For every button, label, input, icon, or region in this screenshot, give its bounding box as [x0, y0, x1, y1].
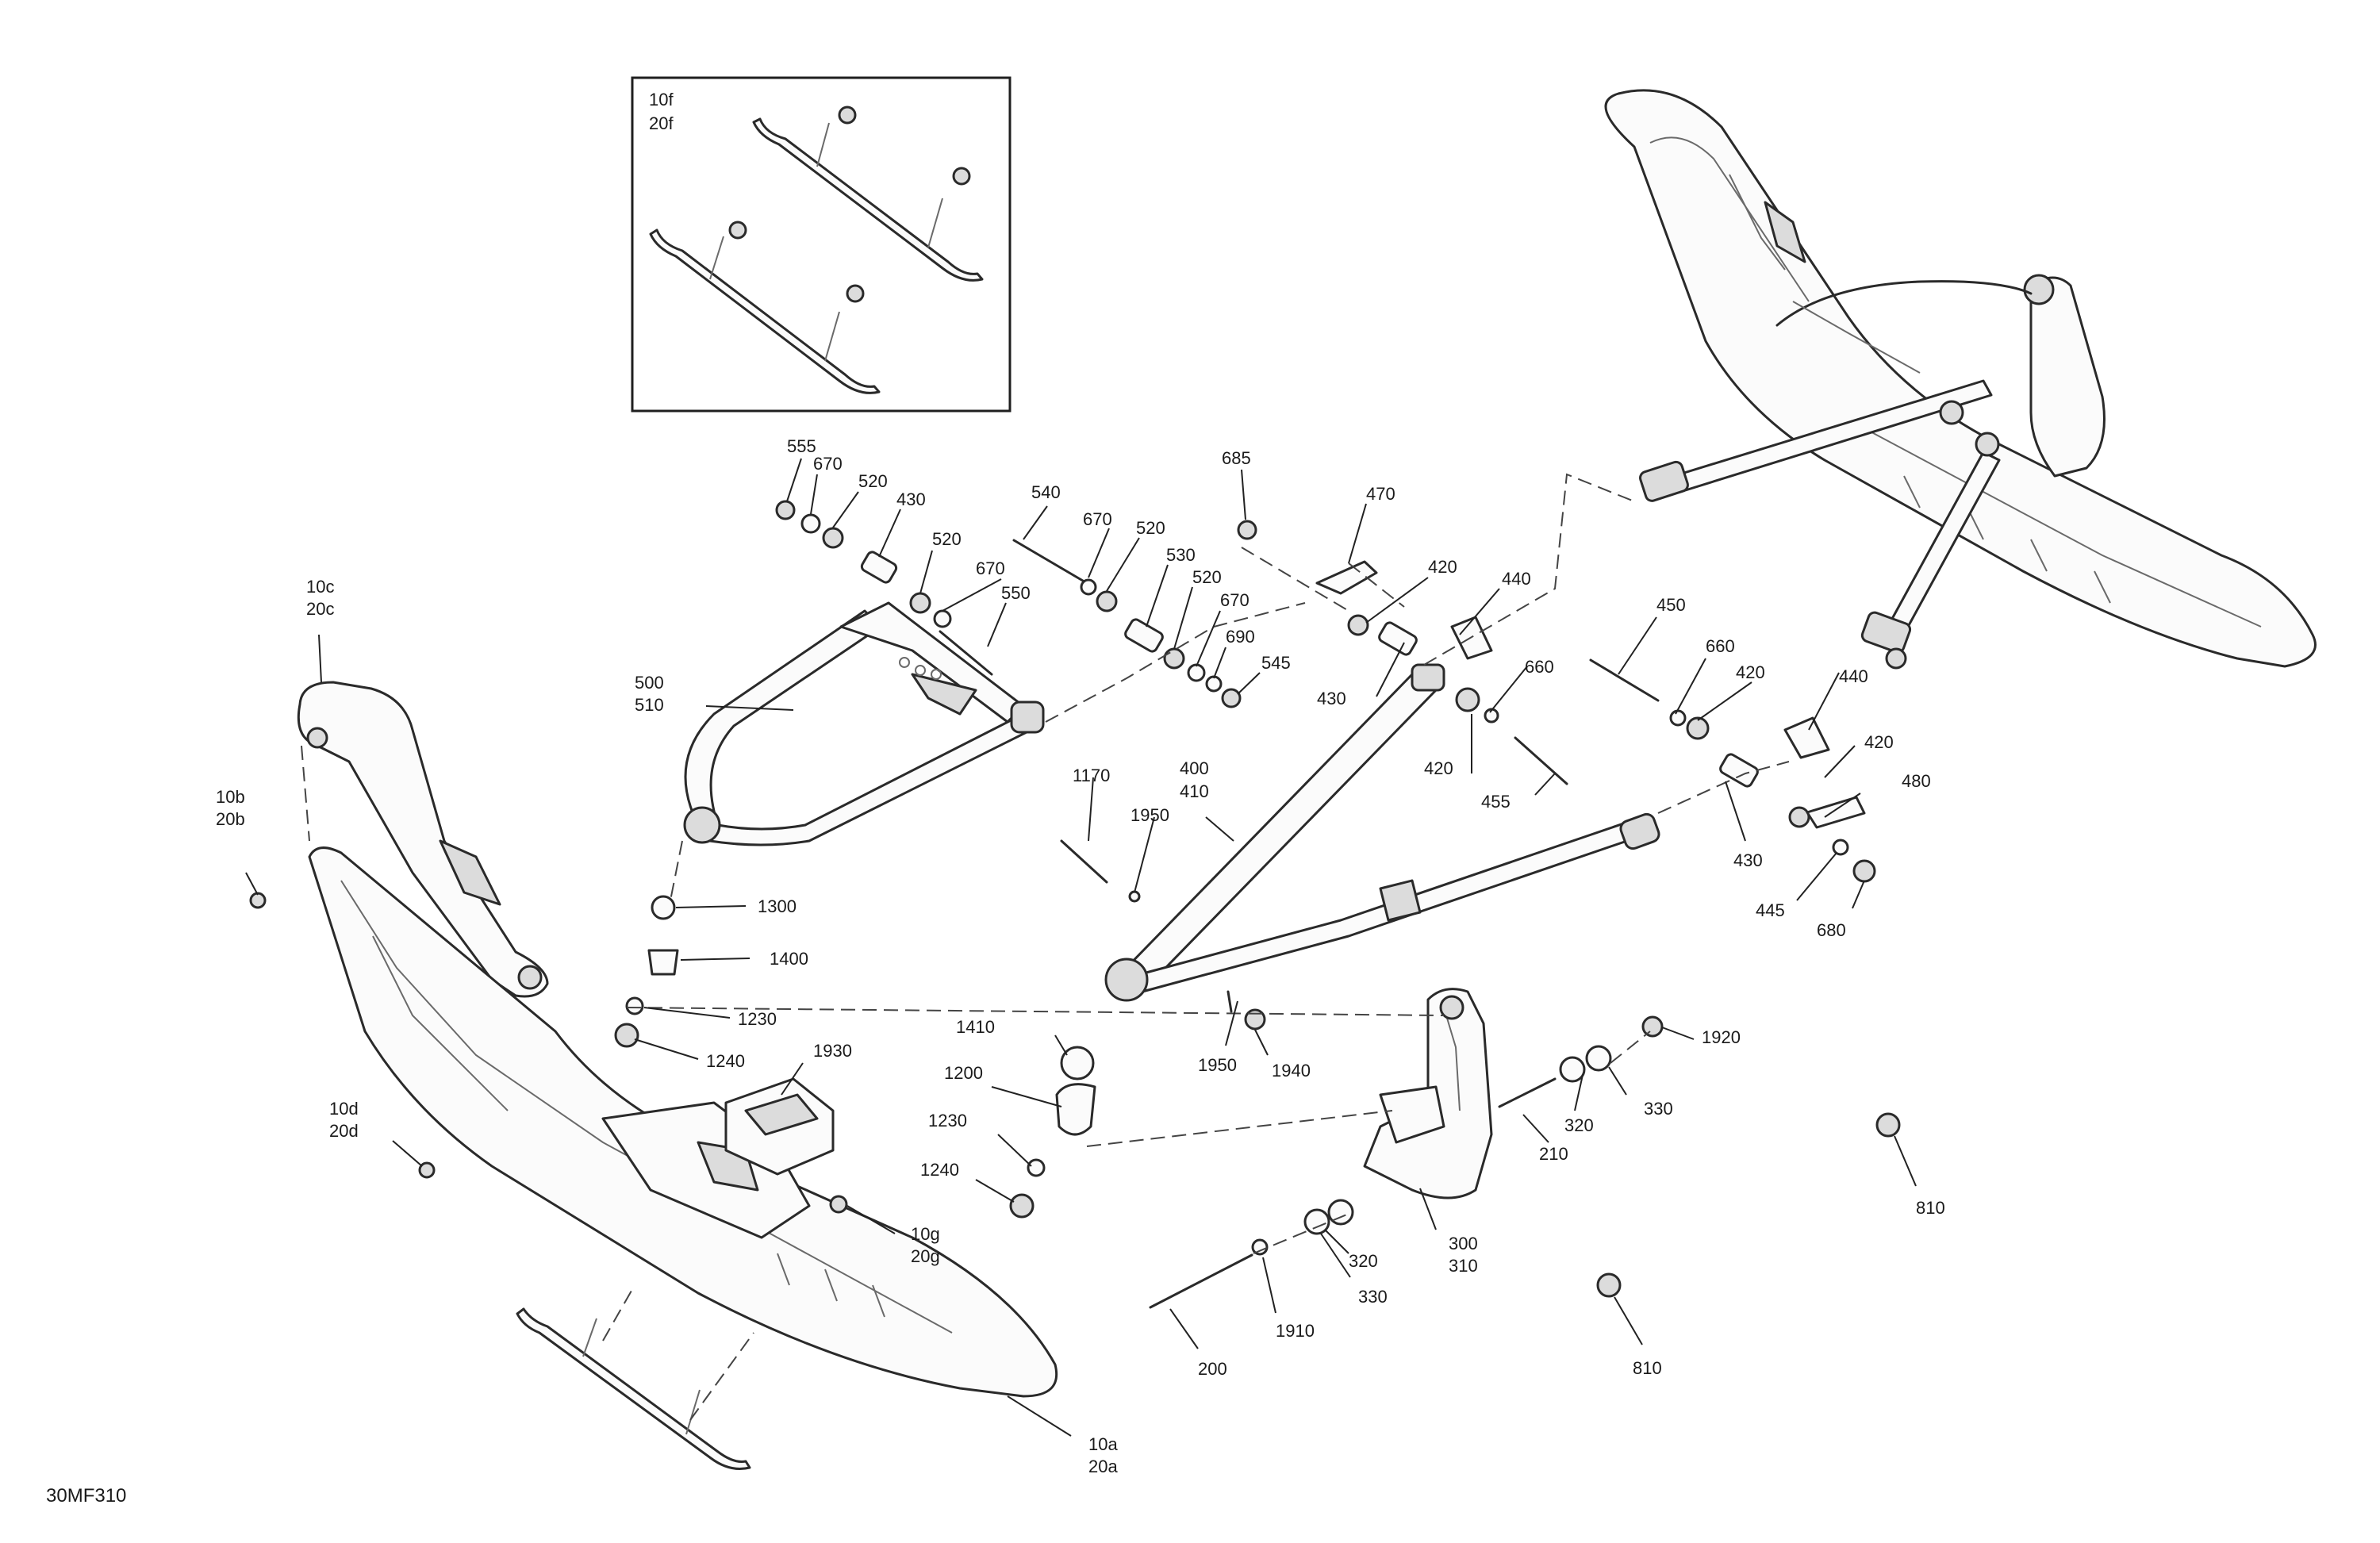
- callout-1950: 1950: [1130, 805, 1169, 825]
- inset-label-10f: 10f: [649, 90, 674, 109]
- callout-550: 550: [1001, 583, 1031, 603]
- callout-530: 530: [1166, 545, 1196, 565]
- callout-430: 430: [896, 489, 926, 509]
- callout-520: 520: [1192, 567, 1222, 587]
- callout-1950: 1950: [1198, 1055, 1237, 1075]
- callout-430: 430: [1733, 850, 1763, 870]
- callout-670: 670: [1220, 590, 1250, 610]
- callout-1240: 1240: [706, 1051, 745, 1071]
- callout-670: 670: [1083, 509, 1112, 529]
- callout-300: 300: [1449, 1234, 1478, 1253]
- callout-470: 470: [1366, 484, 1395, 504]
- callout-20c: 20c: [306, 599, 334, 619]
- callout-540: 540: [1031, 482, 1061, 502]
- callout-510: 510: [635, 695, 664, 715]
- callout-320: 320: [1564, 1115, 1594, 1135]
- callout-200: 200: [1198, 1359, 1227, 1379]
- callout-440: 440: [1839, 666, 1868, 686]
- callout-445: 445: [1756, 900, 1785, 920]
- callout-670: 670: [813, 454, 843, 474]
- callout-810: 810: [1633, 1358, 1662, 1378]
- callout-450: 450: [1656, 595, 1686, 615]
- callout-320: 320: [1349, 1251, 1378, 1271]
- callout-1410: 1410: [956, 1017, 995, 1037]
- callout-1300: 1300: [758, 896, 797, 916]
- callout-1930: 1930: [813, 1041, 852, 1061]
- hardware: [614, 500, 1901, 1309]
- callout-1940: 1940: [1272, 1061, 1311, 1080]
- callout-20g: 20g: [911, 1246, 940, 1266]
- callout-1170: 1170: [1073, 766, 1110, 785]
- callout-330: 330: [1358, 1287, 1388, 1307]
- callout-1230: 1230: [738, 1009, 777, 1029]
- callout-430: 430: [1317, 689, 1346, 708]
- callout-420: 420: [1736, 662, 1765, 682]
- lower-a-arm: [1104, 663, 1660, 1002]
- upper-a-arm: [683, 601, 1045, 846]
- callout-455: 455: [1481, 792, 1511, 812]
- callout-10g: 10g: [911, 1224, 940, 1244]
- leader-lines: [245, 458, 1917, 1437]
- callout-520: 520: [932, 529, 962, 549]
- callout-1400: 1400: [770, 949, 808, 969]
- left-ski-assembly: [249, 681, 1058, 1470]
- inset-label-20f: 20f: [649, 113, 674, 133]
- callout-545: 545: [1261, 653, 1291, 673]
- inset-runners-box: 10f 20f: [631, 76, 1012, 413]
- callout-680: 680: [1817, 920, 1846, 940]
- callout-20d: 20d: [329, 1121, 359, 1141]
- callout-690: 690: [1226, 627, 1255, 647]
- callout-1240: 1240: [920, 1160, 959, 1180]
- callout-1920: 1920: [1702, 1027, 1741, 1047]
- callout-1230: 1230: [928, 1111, 967, 1130]
- callout-1910: 1910: [1276, 1321, 1315, 1341]
- callout-10a: 10a: [1088, 1434, 1118, 1454]
- spindle-bracket: [1363, 988, 1493, 1199]
- callout-410: 410: [1180, 781, 1209, 801]
- callout-520: 520: [858, 471, 888, 491]
- callout-660: 660: [1706, 636, 1735, 656]
- callout-1200: 1200: [944, 1063, 983, 1083]
- callout-20b: 20b: [216, 809, 245, 829]
- callout-480: 480: [1902, 771, 1931, 791]
- callout-10c: 10c: [306, 577, 334, 597]
- callout-420: 420: [1864, 732, 1894, 752]
- callout-440: 440: [1502, 569, 1531, 589]
- callout-10d: 10d: [329, 1099, 359, 1119]
- callout-500: 500: [635, 673, 664, 693]
- right-ski-assembly: [1604, 89, 2317, 670]
- alignment-lines: [301, 473, 1790, 1421]
- callout-10b: 10b: [216, 787, 245, 807]
- callout-20a: 20a: [1088, 1457, 1118, 1476]
- callouts: 555 670 520 430 540 670 520 685 470 520 …: [216, 436, 1945, 1476]
- callout-810: 810: [1916, 1198, 1945, 1218]
- callout-400: 400: [1180, 758, 1209, 778]
- callout-210: 210: [1539, 1144, 1568, 1164]
- callout-520: 520: [1136, 518, 1165, 538]
- callout-310: 310: [1449, 1256, 1478, 1276]
- callout-555: 555: [787, 436, 816, 456]
- callout-685: 685: [1222, 448, 1251, 468]
- callout-420: 420: [1424, 758, 1453, 778]
- callout-420: 420: [1428, 557, 1457, 577]
- callout-670: 670: [976, 558, 1005, 578]
- document-code: 30MF310: [46, 1485, 126, 1507]
- callout-660: 660: [1525, 657, 1554, 677]
- callout-330: 330: [1644, 1099, 1673, 1119]
